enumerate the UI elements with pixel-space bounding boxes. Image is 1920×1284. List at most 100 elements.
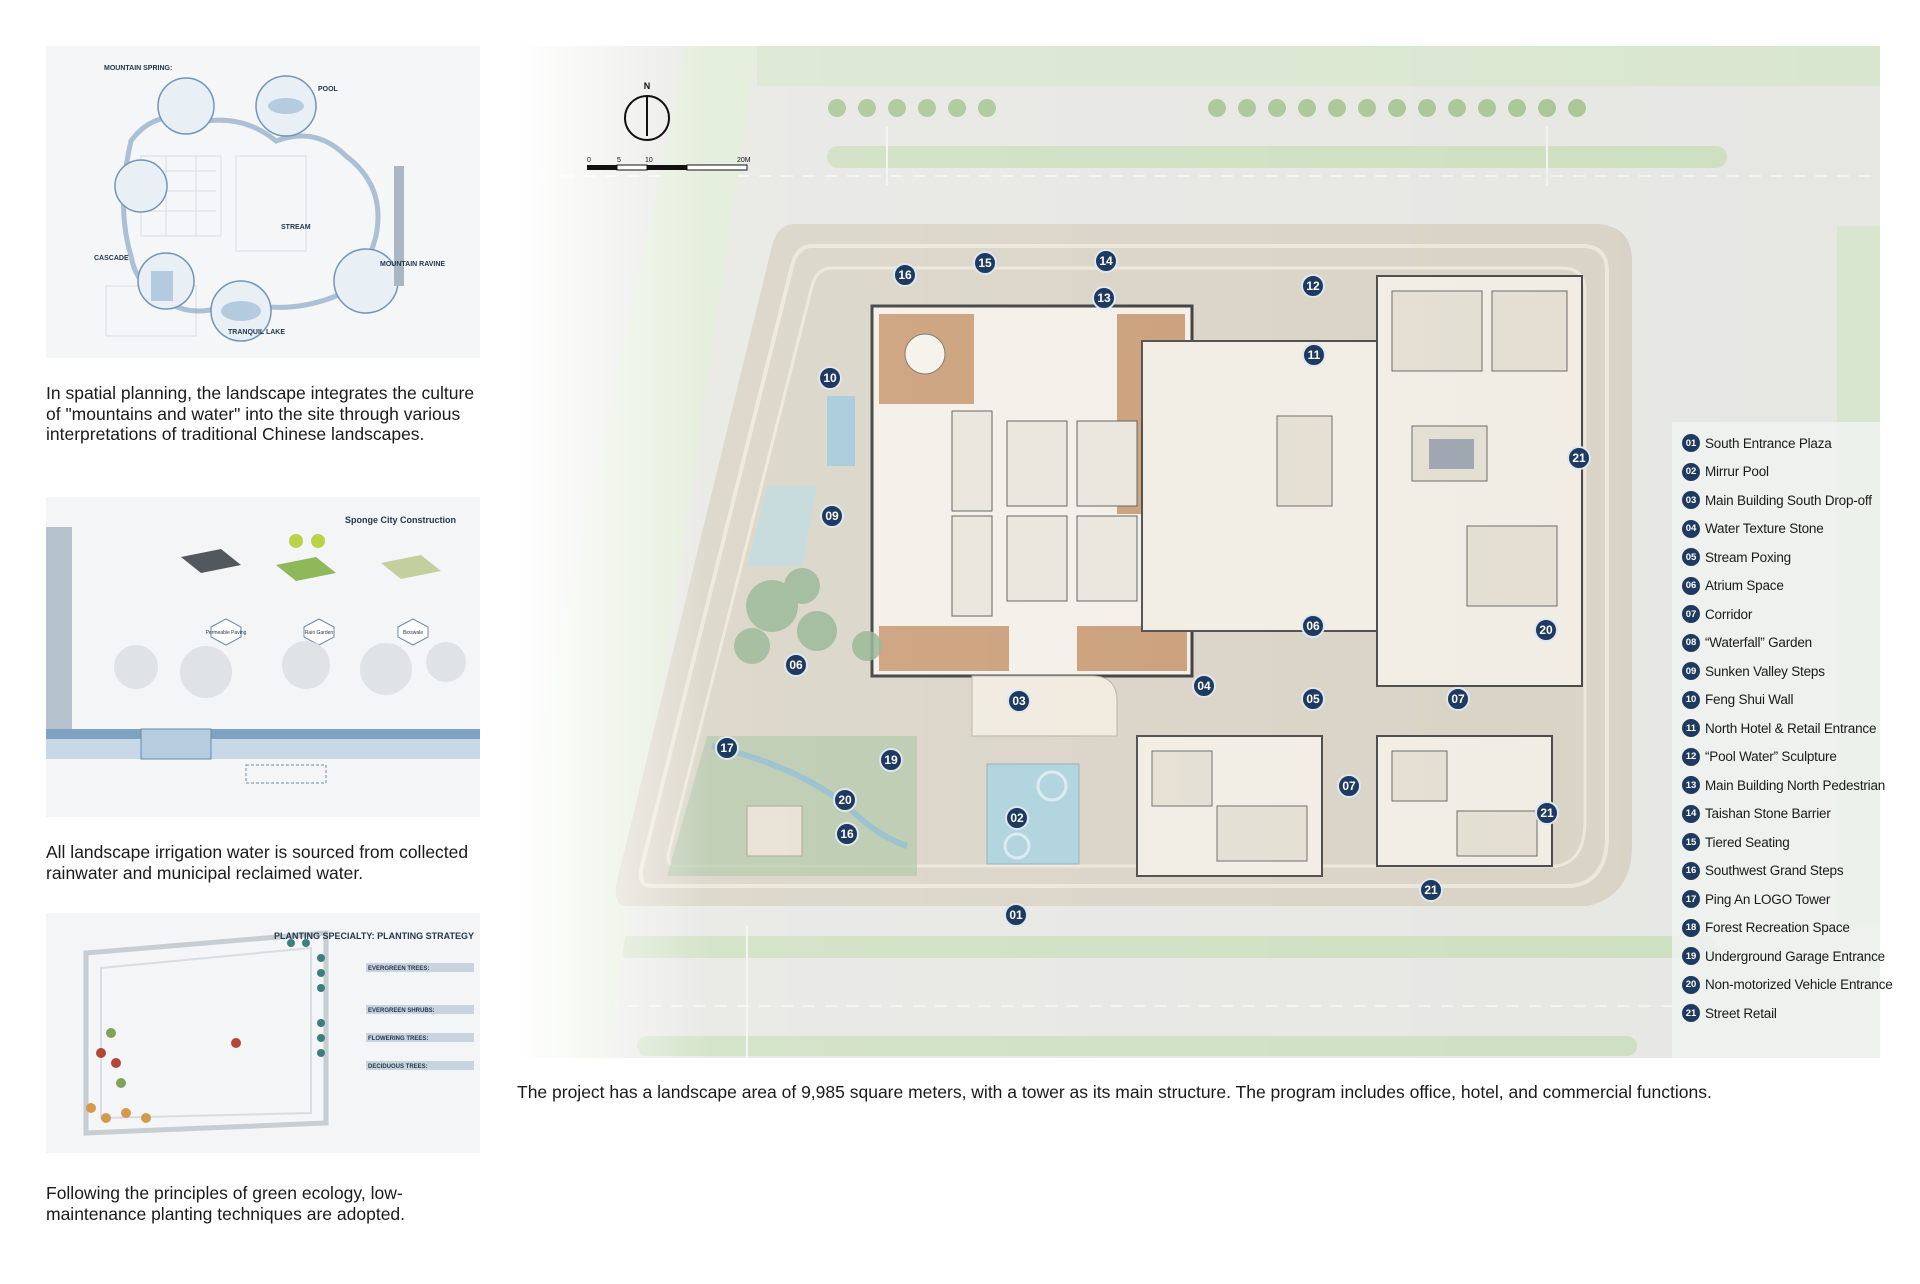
- sponge-item-bioswale: Bioswale: [403, 630, 423, 636]
- site-plan: N 0 5 10 20M 16 15 14 13 12 11 10 09 21 …: [517, 46, 1880, 1058]
- marker-05: 05: [1301, 687, 1325, 711]
- marker-04: 04: [1192, 674, 1216, 698]
- marker-20b: 20: [833, 788, 857, 812]
- scale-20m: 20M: [737, 157, 751, 164]
- marker-12: 12: [1301, 274, 1325, 298]
- caption-planting: Following the principles of green ecolog…: [46, 1183, 406, 1224]
- legend-number: 18: [1682, 918, 1700, 937]
- legend-label: Ping An LOGO Tower: [1705, 891, 1831, 907]
- marker-20a: 20: [1534, 618, 1558, 642]
- marker-21a: 21: [1567, 446, 1591, 470]
- legend-number: 01: [1682, 434, 1700, 452]
- legend-number: 02: [1682, 462, 1700, 481]
- legend-label: Underground Garage Entrance: [1705, 948, 1885, 964]
- legend-item: 09 Sunken Valley Steps: [1682, 660, 1825, 682]
- legend-label: Sunken Valley Steps: [1705, 663, 1825, 679]
- legend-label: Main Building North Pedestrian: [1705, 777, 1886, 793]
- legend-item: 01 South Entrance Plaza: [1682, 432, 1832, 454]
- scale-bar: 0 5 10 20M: [587, 157, 751, 171]
- planting-strategy-diagram: PLANTING SPECIALTY: PLANTING STRATEGY EV…: [46, 913, 480, 1153]
- legend-item: 02 Mirrur Pool: [1682, 461, 1769, 483]
- legend-number: 14: [1682, 804, 1700, 823]
- legend-number: 17: [1682, 890, 1700, 908]
- legend-number: 20: [1682, 975, 1700, 994]
- scale-0: 0: [587, 157, 591, 164]
- legend-number: 21: [1682, 1004, 1700, 1022]
- legend-number: 08: [1682, 633, 1700, 652]
- concept-label-pool: POOL: [318, 86, 339, 93]
- marker-07b: 07: [1337, 774, 1361, 798]
- legend-item: 12 “Pool Water” Sculpture: [1682, 746, 1837, 768]
- marker-06b: 06: [784, 653, 808, 677]
- legend-label: Corridor: [1705, 606, 1753, 622]
- concept-label-spring: MOUNTAIN SPRING:: [104, 65, 172, 72]
- legend-item: 15 Tiered Seating: [1682, 831, 1790, 853]
- legend-label: Tiered Seating: [1705, 834, 1790, 850]
- scale-10: 10: [645, 157, 653, 164]
- marker-03: 03: [1007, 689, 1031, 713]
- legend-item: 08“Waterfall” Garden: [1682, 632, 1812, 654]
- legend-item: 18 Forest Recreation Space: [1682, 917, 1850, 939]
- marker-11: 11: [1302, 343, 1326, 367]
- legend-item: 11 North Hotel & Retail Entrance: [1682, 717, 1876, 739]
- legend-item: 17 Ping An LOGO Tower: [1682, 888, 1830, 910]
- caption-spatial-planning: In spatial planning, the landscape integ…: [46, 383, 475, 444]
- sponge-city-diagram: Sponge City Construction Permeable Pavin…: [46, 497, 480, 817]
- legend-number: 10: [1682, 690, 1700, 709]
- caption-irrigation: All landscape irrigation water is source…: [46, 842, 469, 883]
- legend-label: Street Retail: [1705, 1005, 1777, 1021]
- marker-15: 15: [973, 251, 997, 275]
- marker-10: 10: [818, 366, 842, 390]
- legend-label: North Hotel & Retail Entrance: [1705, 720, 1877, 736]
- caption-project-summary: The project has a landscape area of 9,98…: [517, 1082, 1712, 1102]
- legend-label: Southwest Grand Steps: [1705, 863, 1844, 878]
- mountains-water-concept-diagram: MOUNTAIN SPRING: POOL STREAM CASCADE MOU…: [46, 46, 480, 358]
- legend-number: 03: [1682, 491, 1700, 509]
- sponge-title: Sponge City Construction: [345, 515, 456, 525]
- marker-21c: 21: [1419, 878, 1443, 902]
- legend-item: 21 Street Retail: [1682, 1002, 1777, 1024]
- marker-14: 14: [1094, 249, 1118, 273]
- legend-label: Stream Poxing: [1705, 549, 1791, 565]
- concept-label-stream: STREAM: [281, 224, 311, 231]
- marker-06a: 06: [1301, 614, 1325, 638]
- north-label: N: [644, 81, 651, 91]
- marker-21b: 21: [1535, 801, 1559, 825]
- legend-label: Atrium Space: [1705, 578, 1784, 593]
- legend-label: South Entrance Plaza: [1705, 435, 1832, 451]
- marker-01: 01: [1004, 903, 1028, 927]
- legend-number: 11: [1682, 719, 1700, 737]
- legend-number: 12: [1682, 747, 1700, 766]
- legend-label: Non-motorized Vehicle Entrance: [1705, 977, 1893, 992]
- legend-label: “Pool Water” Sculpture: [1705, 749, 1837, 764]
- concept-label-ravine: MOUNTAIN RAVINE: [380, 261, 445, 268]
- legend-number: 16: [1682, 861, 1700, 880]
- legend-item: 20 Non-motorized Vehicle Entrance: [1682, 974, 1893, 996]
- legend-number: 06: [1682, 576, 1700, 595]
- legend-label: Feng Shui Wall: [1705, 692, 1794, 707]
- marker-07a: 07: [1446, 687, 1470, 711]
- legend-number: 15: [1682, 833, 1700, 851]
- legend-item: 19 Underground Garage Entrance: [1682, 945, 1885, 967]
- marker-09: 09: [820, 504, 844, 528]
- legend-label: Forest Recreation Space: [1705, 920, 1850, 935]
- north-arrow-icon: N: [624, 81, 670, 141]
- legend-item: 16 Southwest Grand Steps: [1682, 860, 1844, 882]
- legend-label: Mirrur Pool: [1705, 464, 1769, 479]
- marker-16b: 16: [835, 822, 859, 846]
- legend-label: Taishan Stone Barrier: [1705, 806, 1831, 821]
- legend-number: 19: [1682, 947, 1700, 965]
- legend-number: 04: [1682, 519, 1700, 538]
- legend-item: 10 Feng Shui Wall: [1682, 689, 1793, 711]
- planting-group-deciduous: DECIDUOUS TREES:: [368, 1064, 428, 1070]
- sponge-item-rain-garden: Rain Garden: [305, 630, 334, 636]
- marker-16: 16: [893, 263, 917, 287]
- legend-number: 09: [1682, 662, 1700, 680]
- legend-item: 06 Atrium Space: [1682, 575, 1784, 597]
- planting-group-evergreen-trees: EVERGREEN TREES:: [368, 966, 429, 972]
